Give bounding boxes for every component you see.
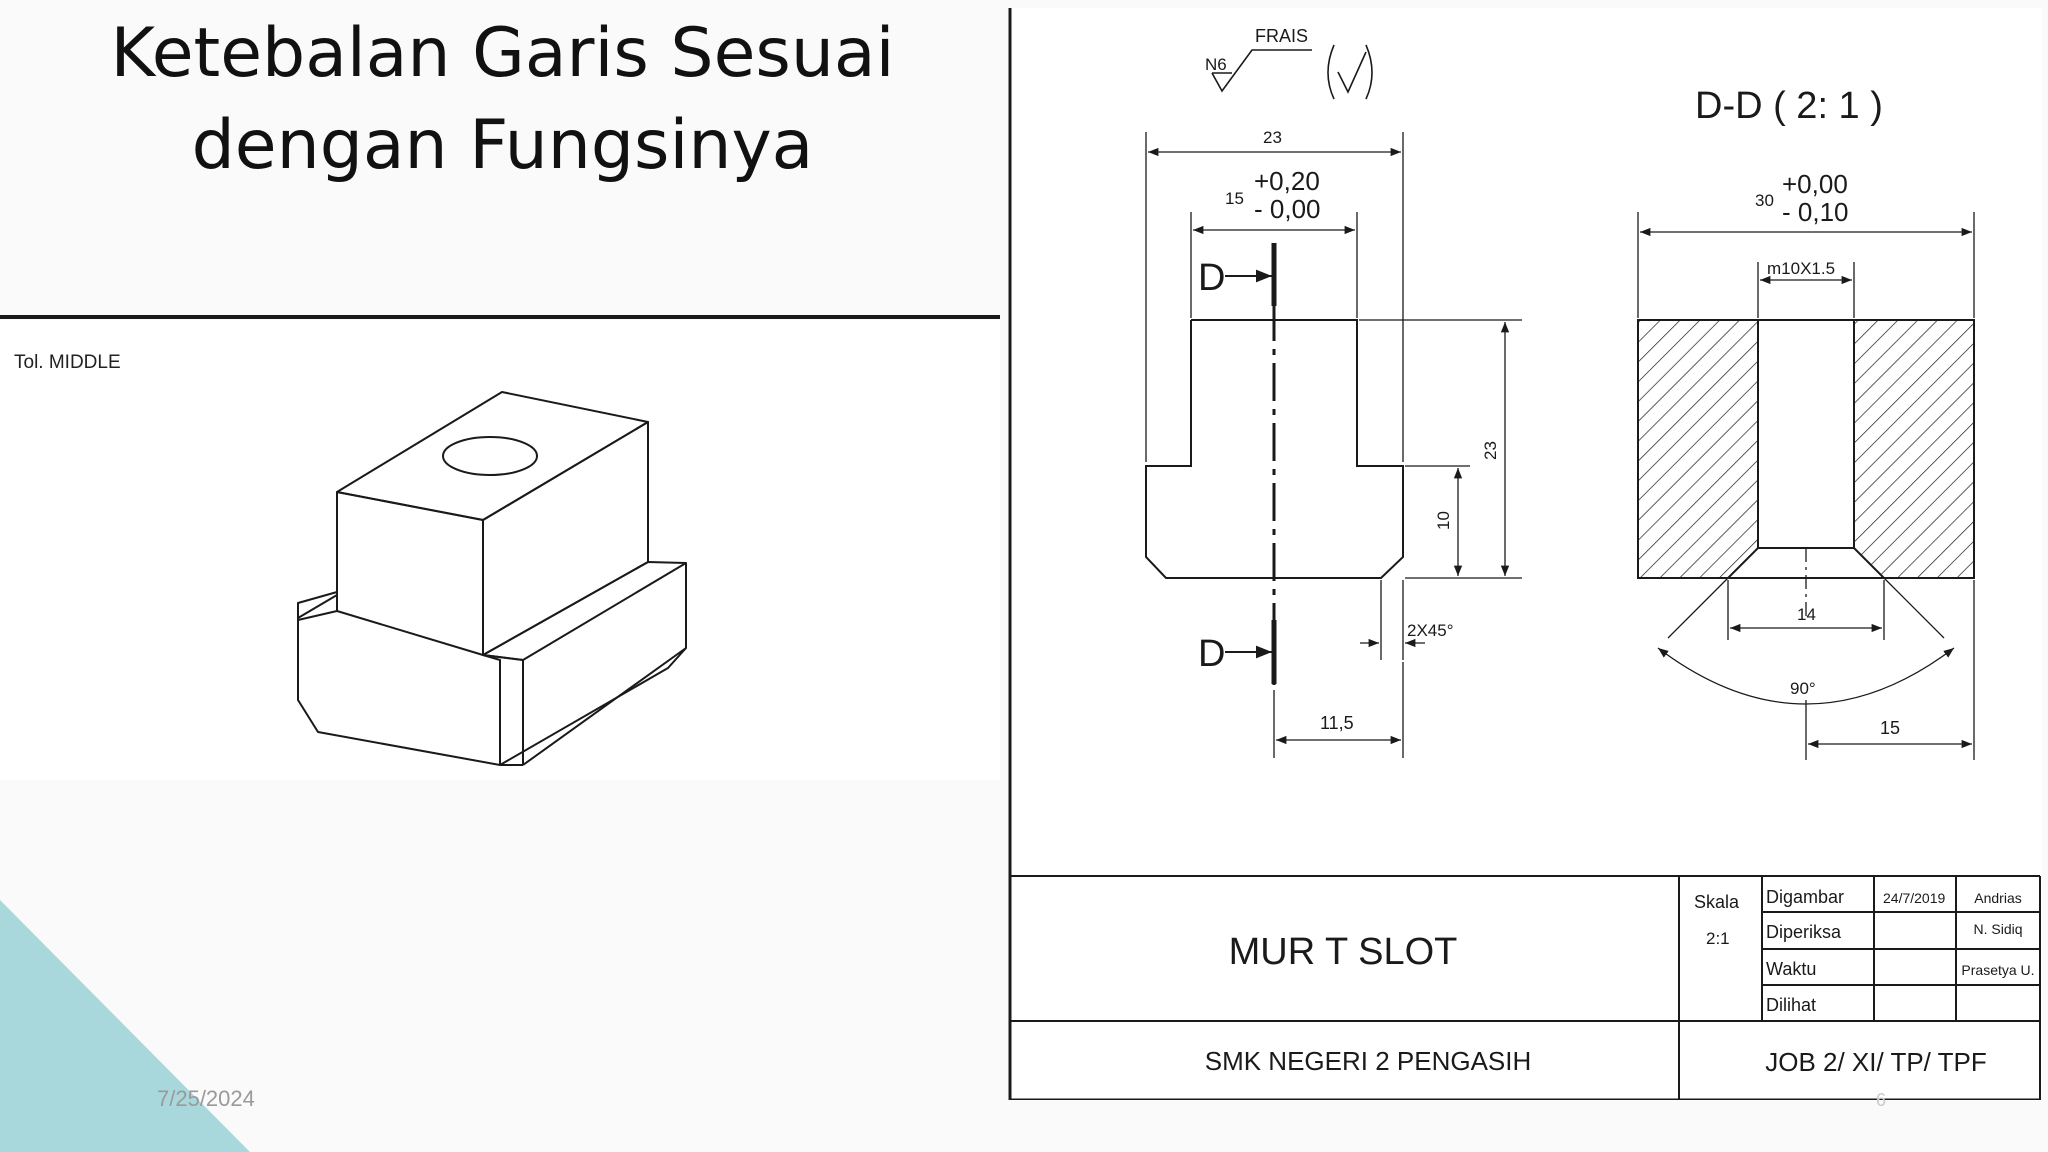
technical-drawing: N6 FRAIS D D 23 15 +0,20 - 0,00 2 <box>1008 8 2041 1100</box>
row-label-dilihat: Dilihat <box>1766 995 1816 1015</box>
part-name: MUR T SLOT <box>1229 931 1458 973</box>
title-divider-line <box>0 315 1000 319</box>
section-marker-top: D <box>1198 257 1225 299</box>
section-hole <box>1757 319 1855 549</box>
dim-slot-width-nominal: 15 <box>1225 189 1244 208</box>
surface-finish-symbol <box>1211 44 1373 100</box>
dim-half-width-section: 15 <box>1880 718 1900 738</box>
iso-left-flange-top <box>297 591 338 621</box>
row-name-waktu: Prasetya U. <box>1961 962 2034 978</box>
dim-height-total: 23 <box>1481 441 1500 460</box>
scale-value: 2:1 <box>1706 929 1730 948</box>
job-code: JOB 2/ XI/ TP/ TPF <box>1765 1047 1987 1077</box>
surface-roughness-label: N6 <box>1205 55 1227 74</box>
slide-page-number: 6 <box>1876 1090 1887 1110</box>
row-label-diperiksa: Diperiksa <box>1766 922 1842 942</box>
dim-countersink-dia: 14 <box>1797 605 1816 624</box>
dim-section-width-nominal: 30 <box>1755 191 1774 210</box>
dim-slot-tol-lower: - 0,00 <box>1254 194 1321 224</box>
iso-right-flange-side <box>499 563 687 766</box>
surface-process-label: FRAIS <box>1255 26 1308 46</box>
row-name-digambar: Andrias <box>1974 890 2021 906</box>
iso-right-upper-face <box>482 421 649 656</box>
section-marker-bottom: D <box>1198 633 1225 675</box>
row-label-waktu: Waktu <box>1766 959 1816 979</box>
iso-left-flange <box>297 594 501 766</box>
dim-countersink-angle: 90° <box>1790 679 1816 698</box>
section-title: D-D ( 2: 1 ) <box>1695 85 1883 127</box>
tolerance-label: Tol. MIDDLE <box>14 352 121 373</box>
school-name: SMK NEGERI 2 PENGASIH <box>1205 1046 1532 1076</box>
title-line-2: dengan Fungsinya <box>191 106 814 185</box>
dim-chamfer: 2X45° <box>1407 621 1454 640</box>
iso-lower-front <box>482 654 524 765</box>
section-hatch-left <box>1637 319 1759 579</box>
front-view <box>1145 319 1404 579</box>
iso-right-flange-top <box>482 561 687 661</box>
section-hatch-right <box>1853 319 1975 579</box>
row-date-digambar: 24/7/2019 <box>1883 890 1945 906</box>
dim-half-width-front: 11,5 <box>1320 713 1354 733</box>
dim-thread: m10X1.5 <box>1767 259 1835 278</box>
decorative-corner-triangle <box>0 900 250 1152</box>
dim-flange-height: 10 <box>1434 511 1453 530</box>
dim-slot-tol-upper: +0,20 <box>1254 166 1320 196</box>
row-name-diperiksa: N. Sidiq <box>1973 921 2022 937</box>
title-line-1: Ketebalan Garis Sesuai <box>110 14 895 93</box>
section-view <box>1637 319 1975 579</box>
iso-front-upper-face <box>336 491 484 656</box>
row-label-digambar: Digambar <box>1766 887 1844 907</box>
scale-label: Skala <box>1694 892 1740 912</box>
dim-section-tol-upper: +0,00 <box>1782 169 1848 199</box>
t-nut-isometric-drawing <box>297 391 687 766</box>
front-view-outline <box>1145 319 1404 579</box>
slide-title: Ketebalan Garis Sesuai dengan Fungsinya <box>0 8 1005 192</box>
slide-date: 7/25/2024 <box>157 1086 255 1111</box>
iso-hole <box>442 436 538 476</box>
dim-section-tol-lower: - 0,10 <box>1782 197 1849 227</box>
title-block <box>1010 875 2040 1100</box>
dim-width-total: 23 <box>1263 128 1282 147</box>
